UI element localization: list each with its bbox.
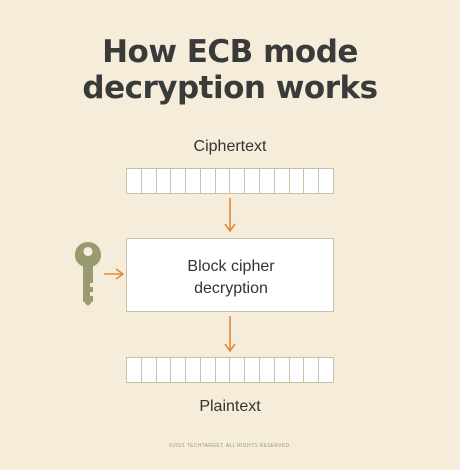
title-line-1: How ECB mode <box>102 34 358 70</box>
arrow-down-to-plain <box>224 316 236 353</box>
plaintext-block <box>304 358 320 382</box>
block-cipher-box: Block cipher decryption <box>126 238 334 312</box>
ciphertext-block <box>260 169 275 193</box>
arrow-right-key <box>104 268 125 280</box>
plaintext-block <box>319 358 333 382</box>
copyright-footer: ©2021 TECHTARGET. ALL RIGHTS RESERVED. <box>168 443 292 449</box>
key-icon <box>75 242 101 306</box>
ciphertext-block <box>304 169 320 193</box>
plaintext-block <box>127 358 142 382</box>
block-cipher-label-1: Block cipher <box>187 258 275 275</box>
ciphertext-block <box>290 169 305 193</box>
plaintext-block <box>157 358 172 382</box>
plaintext-blocks <box>126 357 334 383</box>
title-line-2: decryption works <box>82 70 378 106</box>
ciphertext-block <box>216 169 231 193</box>
ciphertext-block <box>319 169 333 193</box>
plaintext-block <box>201 358 216 382</box>
plaintext-block <box>186 358 201 382</box>
plaintext-block <box>171 358 187 382</box>
ciphertext-block <box>157 169 172 193</box>
plaintext-label: Plaintext <box>199 398 261 415</box>
arrow-down-to-cipher <box>224 198 236 233</box>
plaintext-block <box>230 358 246 382</box>
block-cipher-label-2: decryption <box>194 280 268 297</box>
plaintext-block <box>245 358 261 382</box>
plaintext-block <box>290 358 305 382</box>
ciphertext-block <box>127 169 142 193</box>
ciphertext-block <box>245 169 261 193</box>
plaintext-block <box>142 358 157 382</box>
ciphertext-block <box>171 169 187 193</box>
plaintext-block <box>275 358 290 382</box>
plaintext-block <box>260 358 275 382</box>
ciphertext-block <box>201 169 216 193</box>
ciphertext-block <box>230 169 246 193</box>
ciphertext-blocks <box>126 168 334 194</box>
ciphertext-label: Ciphertext <box>193 138 267 155</box>
ciphertext-block <box>142 169 157 193</box>
ciphertext-block <box>186 169 201 193</box>
plaintext-block <box>216 358 231 382</box>
ciphertext-block <box>275 169 290 193</box>
